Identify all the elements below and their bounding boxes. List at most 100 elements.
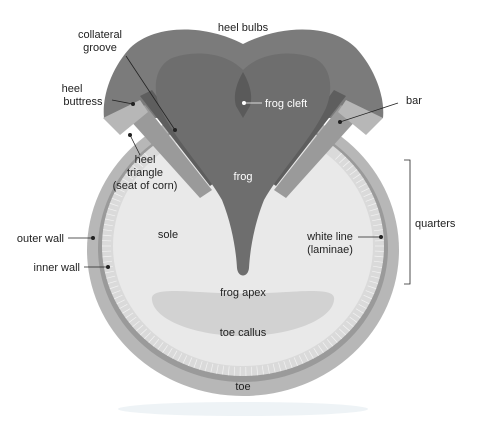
laminae-tick: [346, 164, 354, 172]
laminae-tick: [373, 223, 383, 227]
laminae-tick: [148, 335, 155, 343]
laminae-tick: [105, 218, 114, 222]
white-line-label-2: (laminae): [307, 244, 353, 256]
laminae-tick: [122, 178, 131, 184]
frog-cleft-label: frog cleft: [265, 98, 307, 110]
laminae-tick: [372, 270, 381, 274]
laminae-tick: [367, 202, 377, 207]
laminae-tick: [256, 366, 259, 376]
laminae-tick: [119, 303, 128, 309]
laminae-tick: [105, 270, 114, 274]
laminae-tick: [288, 359, 293, 368]
bar-label: bar: [406, 95, 422, 107]
laminae-tick: [326, 339, 334, 347]
laminae-tick: [298, 355, 304, 364]
laminae-tick: [128, 169, 137, 176]
laminae-tick: [125, 173, 134, 180]
laminae-tick: [303, 353, 309, 362]
toe-label: toe: [235, 381, 250, 393]
laminae-tick: [210, 363, 214, 373]
laminae-tick: [293, 357, 298, 366]
laminae-tick: [107, 280, 117, 284]
laminae-tick: [132, 320, 140, 328]
laminae-tick: [358, 303, 367, 309]
bar-leader: [339, 102, 399, 123]
laminae-tick: [331, 335, 338, 343]
laminae-tick: [182, 355, 188, 364]
frog-label: frog: [234, 171, 253, 183]
toe-callus: [151, 290, 335, 336]
heel-buttress-dot: [131, 102, 135, 106]
laminae-tick: [346, 320, 354, 328]
collateral-groove-label-1: collateral: [78, 29, 122, 41]
laminae-tick: [374, 234, 384, 237]
laminae-tick: [116, 187, 125, 193]
laminae-tick: [250, 366, 253, 376]
laminae-tick: [139, 328, 148, 336]
laminae-tick: [128, 316, 137, 323]
laminae-tick: [308, 350, 314, 359]
laminae-tick: [136, 324, 144, 332]
laminae-tick: [342, 324, 350, 332]
laminae-tick: [267, 364, 270, 374]
heel-bulbs-label: heel bulbs: [218, 22, 269, 34]
laminae-tick: [144, 152, 151, 160]
laminae-tick: [373, 265, 383, 269]
heel-triangle-dot: [128, 133, 132, 137]
laminae-tick: [355, 308, 364, 314]
laminae-tick: [106, 275, 116, 279]
heel-triangle-label-2: triangle: [127, 167, 163, 179]
laminae-tick: [355, 178, 364, 184]
laminae-tick: [233, 366, 236, 376]
laminae-tick: [116, 299, 125, 305]
laminae-tick: [109, 202, 119, 207]
laminae-tick: [365, 290, 375, 295]
laminae-tick: [313, 347, 319, 356]
laminae-tick: [125, 312, 134, 319]
laminae-tick: [227, 366, 230, 376]
laminae-tick: [365, 197, 375, 202]
laminae-tick: [114, 192, 123, 198]
laminae-tick: [338, 328, 347, 336]
laminae-tick: [361, 187, 370, 193]
collateral-groove-dot: [173, 128, 177, 132]
quarters-label: quarters: [415, 218, 456, 230]
heel-buttress-left: [103, 100, 148, 135]
white-line-dot: [379, 235, 383, 239]
heel-buttress-label-2: buttress: [63, 96, 103, 108]
heel-buttress-right: [338, 100, 383, 135]
laminae-tick: [114, 294, 123, 300]
laminae-tick: [107, 208, 117, 212]
laminae-tick: [167, 347, 173, 356]
laminae-tick: [261, 365, 264, 375]
heel-buttress-leader: [111, 99, 134, 105]
laminae-tick: [157, 342, 164, 350]
laminae-tick: [144, 332, 151, 340]
heel-triangle-leader: [129, 134, 141, 156]
laminae-tick: [372, 218, 381, 222]
laminae-tick: [352, 173, 361, 180]
laminae-tick: [111, 290, 121, 295]
laminae-tick: [358, 183, 367, 189]
laminae-tick: [367, 285, 377, 290]
laminae-tick: [102, 255, 112, 258]
laminae-tick: [278, 362, 282, 372]
laminae-tick: [342, 160, 350, 168]
bar-right: [274, 105, 358, 198]
laminae-tick: [162, 345, 168, 353]
laminae-tick: [139, 156, 148, 164]
laminae-tick: [152, 339, 160, 347]
laminae-tick: [335, 332, 342, 340]
white-line-ticks: [102, 152, 384, 376]
heel-triangle-label-1: heel: [135, 154, 156, 166]
laminae-tick: [370, 275, 380, 279]
laminae-tick: [352, 312, 361, 319]
laminae-tick: [132, 164, 140, 172]
laminae-tick: [109, 285, 119, 290]
laminae-tick: [103, 229, 113, 232]
collateral-groove-label-2: groove: [83, 42, 117, 54]
outer-wall-label: outer wall: [17, 233, 64, 245]
frog-cleft: [234, 72, 252, 118]
laminae-tick: [177, 353, 183, 362]
